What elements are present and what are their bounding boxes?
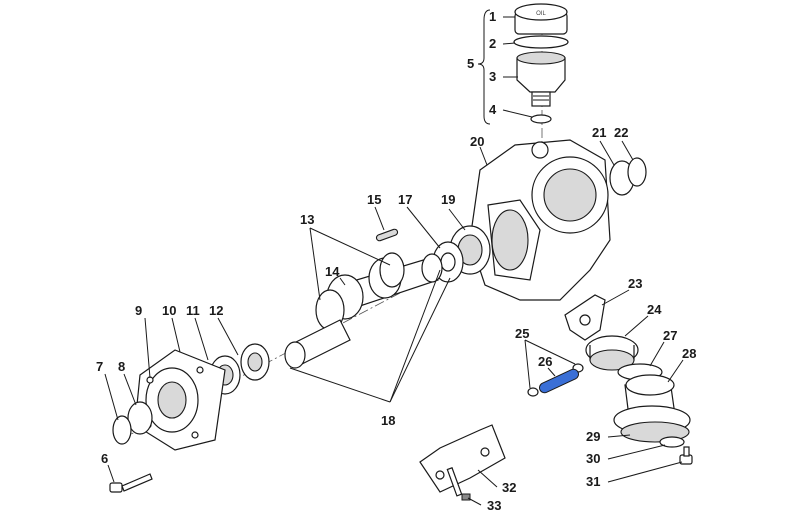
- part-31-bolt: [679, 446, 693, 465]
- part-32-bracket-plate: [419, 424, 506, 493]
- part-4-o-ring: [530, 114, 552, 124]
- callout-5: 5: [467, 56, 474, 71]
- part-17-washer-bore: [440, 252, 456, 272]
- callout-4: 4: [489, 102, 497, 117]
- callout-24: 24: [647, 302, 662, 317]
- callout-29: 29: [586, 429, 600, 444]
- callout-2: 2: [489, 36, 496, 51]
- cap-stamp-text: OIL: [536, 11, 546, 17]
- part-12-seal-bore: [247, 352, 263, 372]
- callout-30: 30: [586, 451, 600, 466]
- callout-20: 20: [470, 134, 484, 149]
- callout-17: 17: [398, 192, 412, 207]
- callout-28: 28: [682, 346, 696, 361]
- part-15-key: [375, 228, 399, 242]
- callout-31: 31: [586, 474, 600, 489]
- part-22-ring: [627, 157, 647, 187]
- callout-22: 22: [614, 125, 628, 140]
- callout-26: 26: [538, 354, 552, 369]
- callout-27: 27: [663, 328, 677, 343]
- callout-15: 15: [367, 192, 381, 207]
- part-13-washer-b: [379, 252, 405, 288]
- leader-lines: [104, 9, 684, 506]
- callout-23: 23: [628, 276, 642, 291]
- callout-3: 3: [489, 69, 496, 84]
- callout-11: 11: [186, 303, 200, 318]
- part-1-oil-cap: OIL: [514, 3, 568, 35]
- callout-7: 7: [96, 359, 103, 374]
- callout-21: 21: [592, 125, 606, 140]
- callout-labels: 1 2 3 4 5 20 21 22 19 17 15 13 14 18 9 1…: [96, 9, 696, 513]
- callout-14: 14: [325, 264, 340, 279]
- part-25-ring-a: [527, 387, 539, 397]
- part-20-gearbox-housing: [469, 139, 611, 301]
- callout-18: 18: [381, 413, 395, 428]
- part-2-ring: [513, 35, 569, 49]
- callout-13: 13: [300, 212, 314, 227]
- part-8-seal: [127, 401, 153, 435]
- callout-9: 9: [135, 303, 142, 318]
- callout-19: 19: [441, 192, 455, 207]
- part-9-flange-cover: [134, 349, 226, 451]
- callout-33: 33: [487, 498, 501, 513]
- part-24-bushing: [585, 335, 639, 371]
- part-6-bolt: [109, 473, 153, 493]
- callout-6: 6: [101, 451, 108, 466]
- callout-25: 25: [515, 326, 529, 341]
- callout-32: 32: [502, 480, 516, 495]
- part-33-stud: [446, 467, 471, 501]
- callout-12: 12: [209, 303, 223, 318]
- part-3-filler-neck: [516, 51, 566, 107]
- part-30-washer: [659, 436, 685, 448]
- input-shaft: [284, 319, 351, 369]
- callout-8: 8: [118, 359, 125, 374]
- part-26-pin: [538, 368, 580, 394]
- callout-10: 10: [162, 303, 176, 318]
- part-23-bracket: [564, 294, 606, 341]
- callout-1: 1: [489, 9, 496, 24]
- part-7-ring: [112, 415, 132, 445]
